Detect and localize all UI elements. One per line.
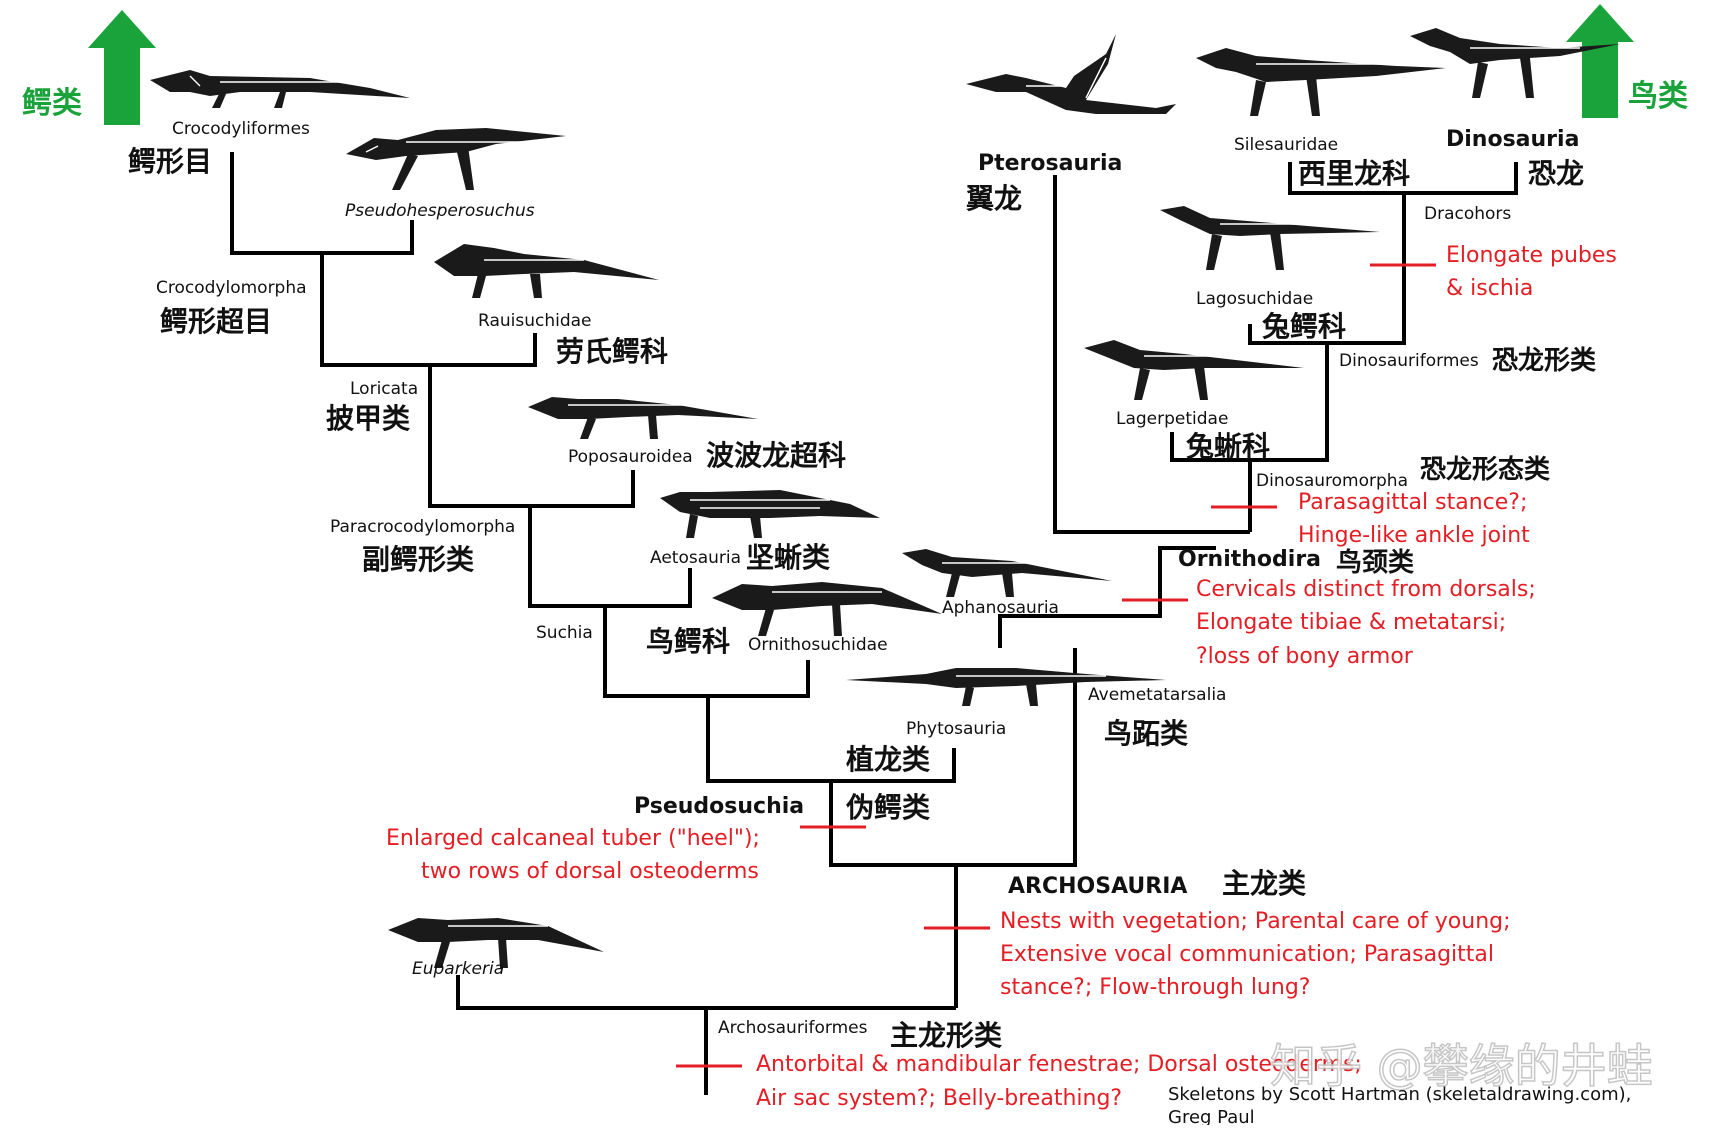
- branch-lagerpetidae: [1170, 345, 1329, 462]
- characters-ornithodira-line-2: Elongate tibiae & metatarsi;: [1196, 610, 1506, 635]
- label-ornithosuchidae-zh: 鸟鳄科: [646, 625, 730, 658]
- characters-ornithodira-line-3: ?loss of bony armor: [1196, 644, 1414, 669]
- characters-pseudosuchia-line-1: Enlarged calcaneal tuber ("heel");: [386, 826, 760, 851]
- label-dracohors: Dracohors: [1424, 204, 1511, 224]
- label-pseudosuchia-zh: 伪鳄类: [846, 791, 930, 824]
- lagerpetid-skeleton-icon: [1084, 340, 1304, 400]
- rauisuchid-skeleton-icon: [434, 244, 659, 298]
- branch-euparkeria: [456, 975, 956, 1010]
- label-crocodyliformes: Crocodyliformes: [172, 119, 310, 139]
- label-rauisuchidae: Rauisuchidae: [478, 311, 592, 331]
- label-paracrocodylomorpha-zh: 副鳄形类: [362, 543, 474, 576]
- silesaurid-skeleton-icon: [1196, 48, 1446, 116]
- label-silesauridae-zh: 西里龙科: [1298, 157, 1410, 190]
- label-ornithodira-zh: 鸟颈类: [1336, 547, 1414, 578]
- characters-pseudosuchia-line-2: two rows of dorsal osteoderms: [421, 859, 759, 884]
- characters-dracohors-line-2: & ischia: [1446, 276, 1533, 301]
- bird-lineage-label: 鸟类: [1628, 79, 1688, 114]
- characters-archosauria-line-3: stance?; Flow-through lung?: [1000, 975, 1310, 1000]
- label-dinosauromorpha-zh: 恐龙形态类: [1420, 454, 1550, 485]
- label-lagerpetidae: Lagerpetidae: [1116, 409, 1228, 429]
- pseudohesperosuchus-skeleton-icon: [346, 128, 566, 190]
- aphanosaur-skeleton-icon: [902, 549, 1112, 597]
- label-phytosauria: Phytosauria: [906, 719, 1006, 739]
- credit-line-1: Skeletons by Scott Hartman (skeletaldraw…: [1168, 1084, 1631, 1105]
- bird-lineage-arrow-icon: [1566, 4, 1634, 118]
- label-crocodyliformes-zh: 鳄形目: [128, 145, 212, 178]
- branch-loricata: [428, 365, 635, 508]
- label-ornithodira: Ornithodira: [1178, 547, 1321, 572]
- label-ornithosuchidae: Ornithosuchidae: [748, 635, 888, 655]
- label-dinosauromorpha: Dinosauromorpha: [1256, 471, 1408, 491]
- pterosaur-skeleton-icon: [966, 34, 1176, 114]
- croc-lineage-arrow-icon: [88, 10, 156, 125]
- dinosaur-skeleton-icon: [1410, 28, 1620, 98]
- label-dinosauria-zh: 恐龙: [1528, 157, 1584, 190]
- label-archosauria: ARCHOSAURIA: [1008, 874, 1187, 899]
- label-aetosauria: Aetosauria: [650, 548, 741, 568]
- label-aetosauria-zh: 坚蜥类: [746, 541, 830, 574]
- phytosaur-skeleton-icon: [846, 668, 1166, 706]
- label-pseudosuchia: Pseudosuchia: [634, 794, 804, 819]
- characters-dinosauromorpha-line-1: Parasagittal stance?;: [1298, 490, 1527, 515]
- lagosuchid-skeleton-icon: [1160, 206, 1380, 270]
- characters-archosauria-line-2: Extensive vocal communication; Parasagit…: [1000, 942, 1494, 967]
- label-aphanosauria: Aphanosauria: [942, 598, 1059, 618]
- label-lagosuchidae-zh: 兔鳄科: [1262, 310, 1346, 343]
- watermark: 知乎 @攀缘的井蛙: [1270, 1039, 1653, 1093]
- aetosaur-skeleton-icon: [660, 490, 880, 538]
- label-euparkeria: Euparkeria: [412, 959, 504, 979]
- label-poposauroidea: Poposauroidea: [568, 447, 693, 467]
- ornithosuchid-skeleton-icon: [712, 582, 942, 636]
- characters-archosauriformes-line-1: Antorbital & mandibular fenestrae; Dorsa…: [756, 1052, 1362, 1077]
- crocodyliform-skeleton-icon: [150, 70, 410, 108]
- label-pterosauria: Pterosauria: [978, 151, 1122, 176]
- label-lagerpetidae-zh: 兔蜥科: [1186, 430, 1270, 463]
- label-suchia: Suchia: [536, 623, 593, 643]
- label-archosauriformes: Archosauriformes: [718, 1018, 868, 1038]
- label-avemetatarsalia: Avemetatarsalia: [1088, 685, 1226, 705]
- croc-lineage-label: 鳄类: [22, 86, 82, 121]
- branch-paracrocodylomorpha: [528, 506, 692, 608]
- label-rauisuchidae-zh: 劳氏鳄科: [556, 335, 668, 368]
- label-archosauria-zh: 主龙类: [1222, 867, 1306, 900]
- label-dinosauriformes-zh: 恐龙形类: [1492, 346, 1596, 376]
- label-lagosuchidae: Lagosuchidae: [1196, 289, 1313, 309]
- label-archosauriformes-zh: 主龙形类: [890, 1019, 1002, 1052]
- label-poposauroidea-zh: 波波龙超科: [706, 439, 846, 472]
- characters-archosauriformes-line-2: Air sac system?; Belly-breathing?: [756, 1086, 1122, 1111]
- label-phytosauria-zh: 植龙类: [846, 743, 930, 776]
- label-crocodylomorpha-zh: 鳄形超目: [160, 305, 272, 338]
- euparkeria-skeleton-icon: [388, 918, 604, 968]
- label-silesauridae: Silesauridae: [1234, 135, 1338, 155]
- branch-aphanosauria: [998, 546, 1216, 648]
- label-crocodylomorpha: Crocodylomorpha: [156, 278, 307, 298]
- branch-pterosauria: [1053, 175, 1250, 534]
- label-dinosauria: Dinosauria: [1446, 127, 1579, 152]
- characters-dracohors-line-1: Elongate pubes: [1446, 243, 1617, 268]
- branch-pseudosuchia: [829, 648, 1077, 867]
- credit-line-2: Greg Paul: [1168, 1107, 1255, 1125]
- label-pseudohesperosuchus: Pseudohesperosuchus: [345, 201, 535, 221]
- label-loricata-zh: 披甲类: [326, 402, 410, 435]
- label-loricata: Loricata: [350, 379, 418, 399]
- poposauroid-skeleton-icon: [528, 397, 758, 439]
- tree-lines: [230, 152, 1518, 1095]
- characters-dinosauromorpha-line-2: Hinge-like ankle joint: [1298, 523, 1530, 548]
- label-paracrocodylomorpha: Paracrocodylomorpha: [330, 517, 515, 537]
- label-avemetatarsalia-zh: 鸟跖类: [1104, 717, 1188, 750]
- label-pterosauria-zh: 翼龙: [966, 182, 1022, 215]
- characters-archosauria-line-1: Nests with vegetation; Parental care of …: [1000, 909, 1511, 934]
- characters-ornithodira-line-1: Cervicals distinct from dorsals;: [1196, 577, 1536, 602]
- label-dinosauriformes: Dinosauriformes: [1339, 351, 1479, 371]
